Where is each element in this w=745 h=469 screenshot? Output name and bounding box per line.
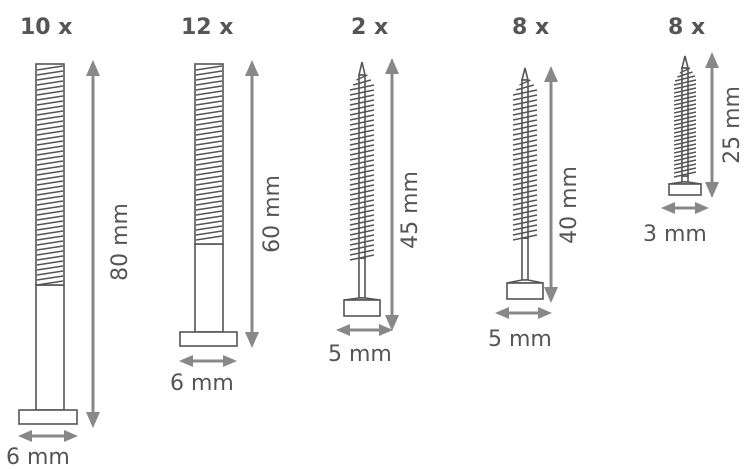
length-label: 45 mm <box>398 171 423 249</box>
length-label: 40 mm <box>557 166 582 244</box>
item-screw-45mm: 2 x 45 mm 5 mm <box>328 15 423 367</box>
quantity-label: 2 x <box>351 15 388 40</box>
length-arrow <box>245 60 259 348</box>
item-screw-25mm: 8 x 25 mm 3 mm <box>643 15 745 247</box>
bolt-shank <box>35 284 65 411</box>
width-arrow <box>495 307 552 319</box>
width-label: 5 mm <box>488 327 552 352</box>
width-arrow <box>179 355 237 367</box>
width-arrow <box>18 430 78 442</box>
width-arrow <box>661 202 709 214</box>
width-arrow <box>336 324 393 336</box>
quantity-label: 8 x <box>512 15 549 40</box>
quantity-label: 12 x <box>181 15 233 40</box>
width-label: 6 mm <box>170 371 234 396</box>
length-label: 60 mm <box>260 175 285 253</box>
width-label: 3 mm <box>643 222 707 247</box>
bolt-head <box>179 331 238 347</box>
width-label: 6 mm <box>6 445 70 469</box>
length-arrow <box>86 60 100 428</box>
thread-lines <box>195 65 223 241</box>
screw-illustration <box>668 55 702 196</box>
bolt-shank <box>194 243 224 333</box>
screw-illustration <box>343 61 381 317</box>
width-label: 5 mm <box>328 342 392 367</box>
item-bolt-80mm: 10 x 80 mm 6 mm <box>6 15 133 469</box>
quantity-label: 10 x <box>20 15 72 40</box>
item-screw-40mm: 8 x 40 mm 5 mm <box>488 15 582 352</box>
thread-lines <box>36 65 64 286</box>
length-arrow <box>544 66 558 303</box>
length-label: 80 mm <box>108 203 133 281</box>
item-bolt-60mm: 12 x 60 mm 6 mm <box>170 15 285 396</box>
bolt-illustration <box>179 63 238 347</box>
length-label: 25 mm <box>720 86 745 164</box>
quantity-label: 8 x <box>668 15 705 40</box>
bolt-head <box>18 409 78 425</box>
length-arrow <box>385 58 399 331</box>
bolt-illustration <box>18 63 78 425</box>
screw-illustration <box>506 67 544 300</box>
length-arrow <box>705 52 719 198</box>
